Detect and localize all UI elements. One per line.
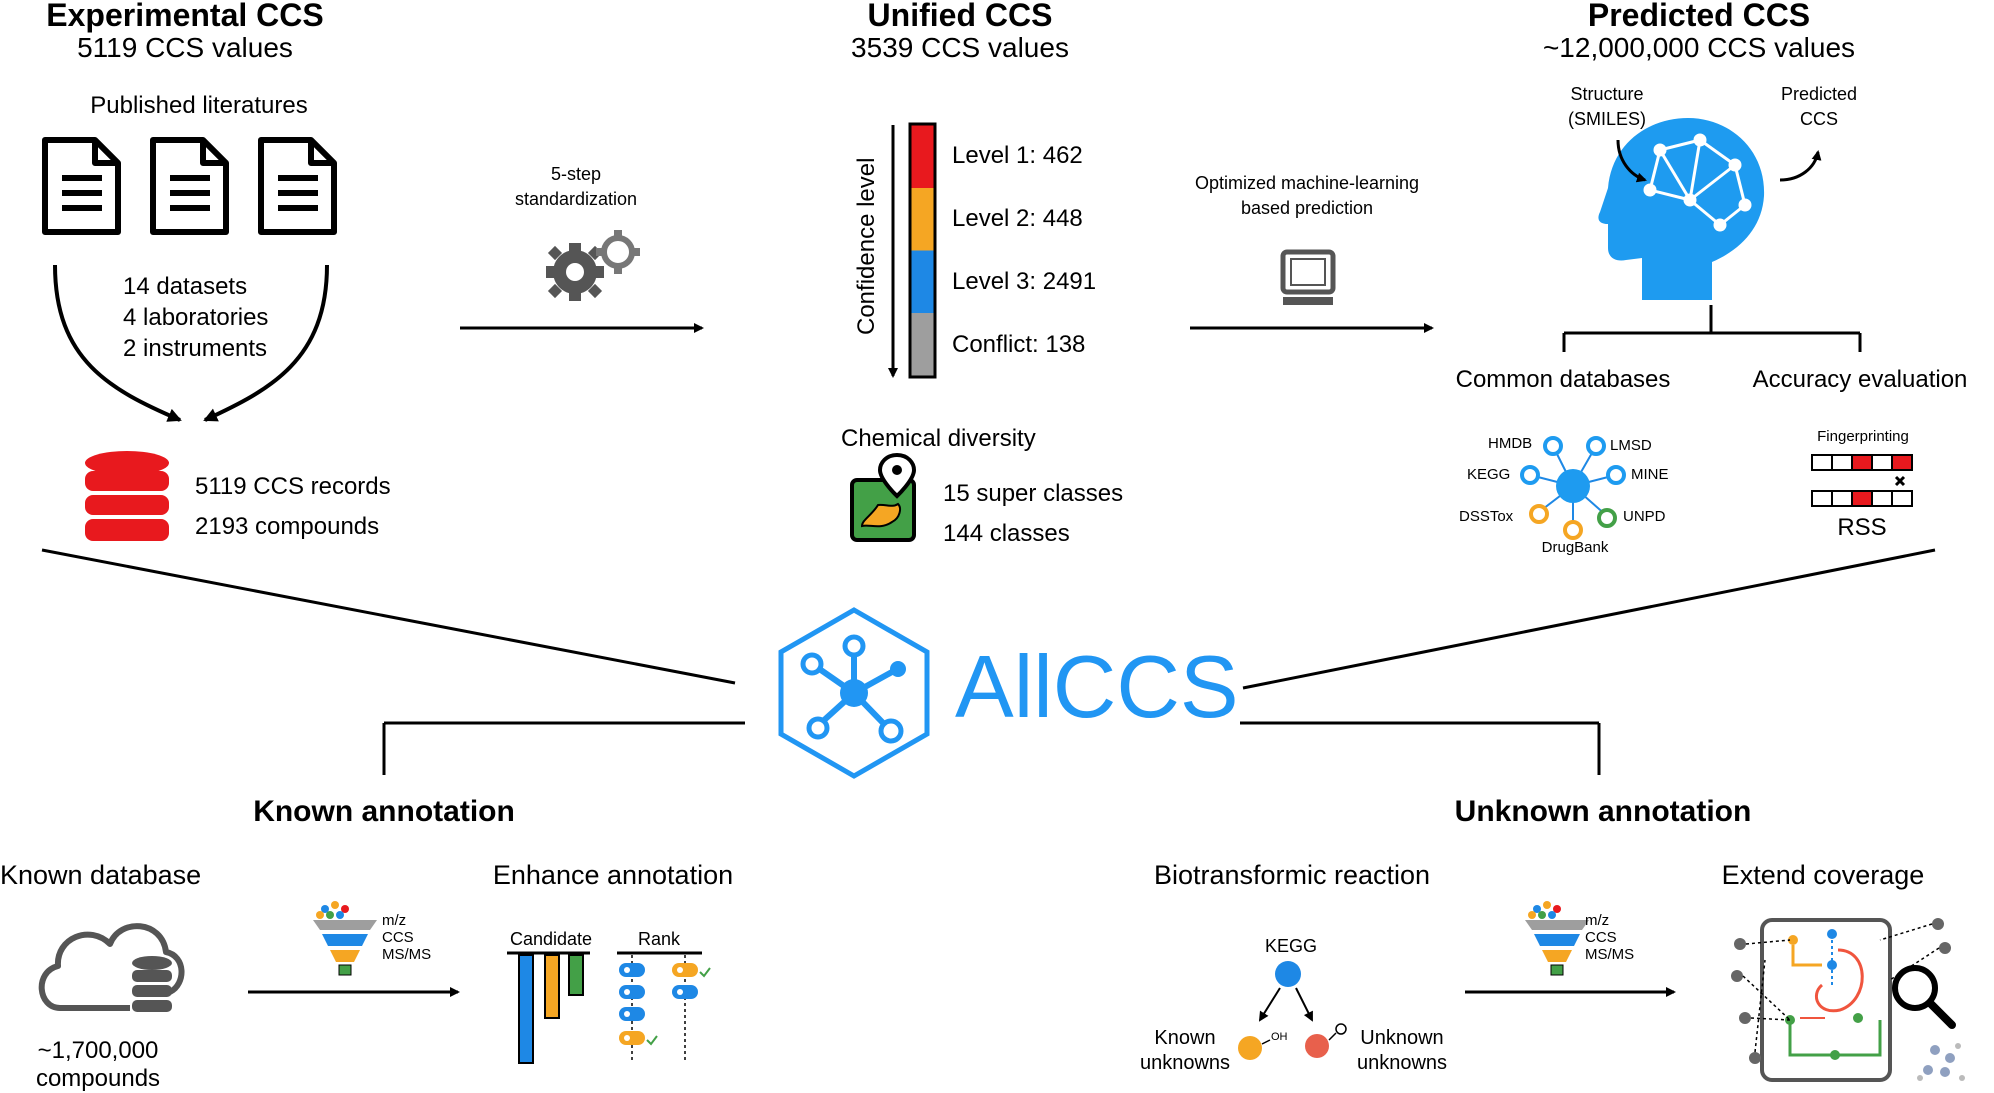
confidence-level-1-segment [911, 125, 934, 188]
unknown-filter-mz: m/z [1585, 912, 1610, 929]
fingerprinting-label: Fingerprinting [1817, 428, 1909, 445]
unknown-unknowns-label-2: unknowns [1356, 1052, 1448, 1074]
predicted-title: Predicted CCS [1587, 0, 1811, 33]
document-icon [258, 137, 337, 235]
document-icons [42, 137, 337, 235]
conflict-label: Conflict: 138 [952, 331, 1086, 358]
known-filter-ccs: CCS [382, 929, 414, 946]
unified-title: Unified CCS [867, 0, 1053, 33]
computer-icon [1280, 249, 1336, 305]
predicted-ccs-label-2: CCS [1799, 109, 1839, 129]
known-filter-mz: m/z [382, 912, 407, 929]
connector-left [41, 548, 736, 685]
gears-icon [546, 230, 640, 301]
db-lmsd: LMSD [1610, 437, 1652, 454]
db-dsstox: DSSTox [1459, 508, 1514, 525]
structure-label-1: Structure [1570, 84, 1644, 104]
experimental-title: Experimental CCS [46, 0, 324, 33]
known-compounds-label: compounds [35, 1065, 161, 1092]
stat-instruments: 2 instruments [123, 335, 268, 362]
predicted-bracket [1562, 305, 1862, 352]
known-database-label: Known database [0, 860, 202, 890]
known-unknowns-label-2: unknowns [1139, 1052, 1231, 1074]
stat-laboratories: 4 laboratories [123, 304, 269, 331]
mismatch-mark [1894, 475, 1906, 487]
connector-right [1242, 548, 1936, 690]
standardization-label-1: 5-step [550, 164, 602, 184]
filter-funnel-icon [313, 901, 377, 976]
level-3-label: Level 3: 2491 [952, 268, 1097, 295]
known-unknowns-label-1: Known [1154, 1027, 1216, 1049]
ml-label-1: Optimized machine-learning [1194, 173, 1420, 193]
rank-list [617, 951, 711, 1060]
confidence-level-4-segment [911, 313, 934, 376]
db-mine: MINE [1631, 466, 1669, 483]
candidate-label: Candidate [509, 929, 593, 949]
unknown-filter-msms: MS/MS [1585, 946, 1635, 963]
allccs-logo-icon [778, 607, 930, 779]
classes-count: 144 classes [943, 520, 1070, 547]
level-2-label: Level 2: 448 [952, 205, 1083, 232]
candidate-bars [507, 951, 590, 1064]
accuracy-evaluation-label: Accuracy evaluation [1752, 366, 1968, 393]
head-icon [1598, 118, 1765, 300]
chemical-diversity-title: Chemical diversity [841, 425, 1036, 452]
unknown-filter-ccs: CCS [1585, 929, 1617, 946]
database-icon [85, 451, 169, 541]
stat-datasets: 14 datasets [123, 273, 248, 300]
extend-coverage-label: Extend coverage [1721, 860, 1925, 890]
chemical-diversity-icon [850, 452, 917, 542]
database-network [1520, 436, 1626, 540]
merge-arrow-right [203, 264, 329, 422]
unknown-unknowns-label-1: Unknown [1360, 1027, 1444, 1049]
ml-label-2: based prediction [1240, 198, 1374, 218]
source-label: Published literatures [90, 92, 308, 119]
annotation-brackets [382, 721, 1601, 775]
standardization-label-2: standardization [514, 189, 638, 209]
biotransformic-reaction-label: Biotransformic reaction [1153, 860, 1431, 890]
document-icon [150, 137, 229, 235]
experimental-subtitle: 5119 CCS values [77, 32, 293, 63]
db-drugbank: DrugBank [1541, 539, 1609, 556]
db-hmdb: HMDB [1488, 435, 1533, 452]
rank-label: Rank [637, 929, 681, 949]
known-filter-msms: MS/MS [382, 946, 432, 963]
unified-subtitle: 3539 CCS values [851, 32, 1069, 63]
level-1-label: Level 1: 462 [952, 142, 1083, 169]
db-kegg: KEGG [1467, 466, 1511, 483]
enhance-annotation-label: Enhance annotation [492, 860, 734, 890]
fingerprint-bars [1811, 454, 1913, 507]
kegg-label: KEGG [1264, 936, 1318, 956]
db-unpd: UNPD [1623, 508, 1666, 525]
allccs-brand: AllCCS [955, 637, 1239, 736]
oh-label: OH [1271, 1031, 1288, 1043]
confidence-level-2-segment [911, 188, 934, 251]
document-icon [42, 137, 121, 235]
predicted-subtitle: ~12,000,000 CCS values [1542, 32, 1856, 63]
known-compounds-count: ~1,700,000 [37, 1037, 159, 1064]
merge-arrow-left [53, 264, 182, 422]
unknown-annotation-title: Unknown annotation [1454, 795, 1752, 828]
compounds-count: 2193 compounds [195, 513, 380, 540]
predicted-ccs-label-1: Predicted [1780, 84, 1858, 104]
kegg-reaction [1238, 961, 1347, 1060]
confidence-axis-label: Confidence level [853, 157, 880, 335]
structure-label-2: (SMILES) [1567, 109, 1647, 129]
confidence-level-segments [911, 125, 934, 376]
filter-funnel-icon [1525, 901, 1589, 976]
rss-label: RSS [1837, 514, 1887, 541]
super-classes-count: 15 super classes [943, 480, 1124, 507]
cloud-database-icon [38, 923, 185, 1012]
ccs-output-arrow [1779, 150, 1822, 182]
confidence-bar [908, 122, 937, 379]
smiles-input-arrow [1616, 139, 1647, 183]
known-annotation-title: Known annotation [253, 795, 515, 828]
records-count: 5119 CCS records [195, 473, 391, 500]
common-databases-label: Common databases [1455, 366, 1671, 393]
confidence-level-3-segment [911, 250, 934, 313]
metabolic-network-icon [1731, 918, 1965, 1082]
